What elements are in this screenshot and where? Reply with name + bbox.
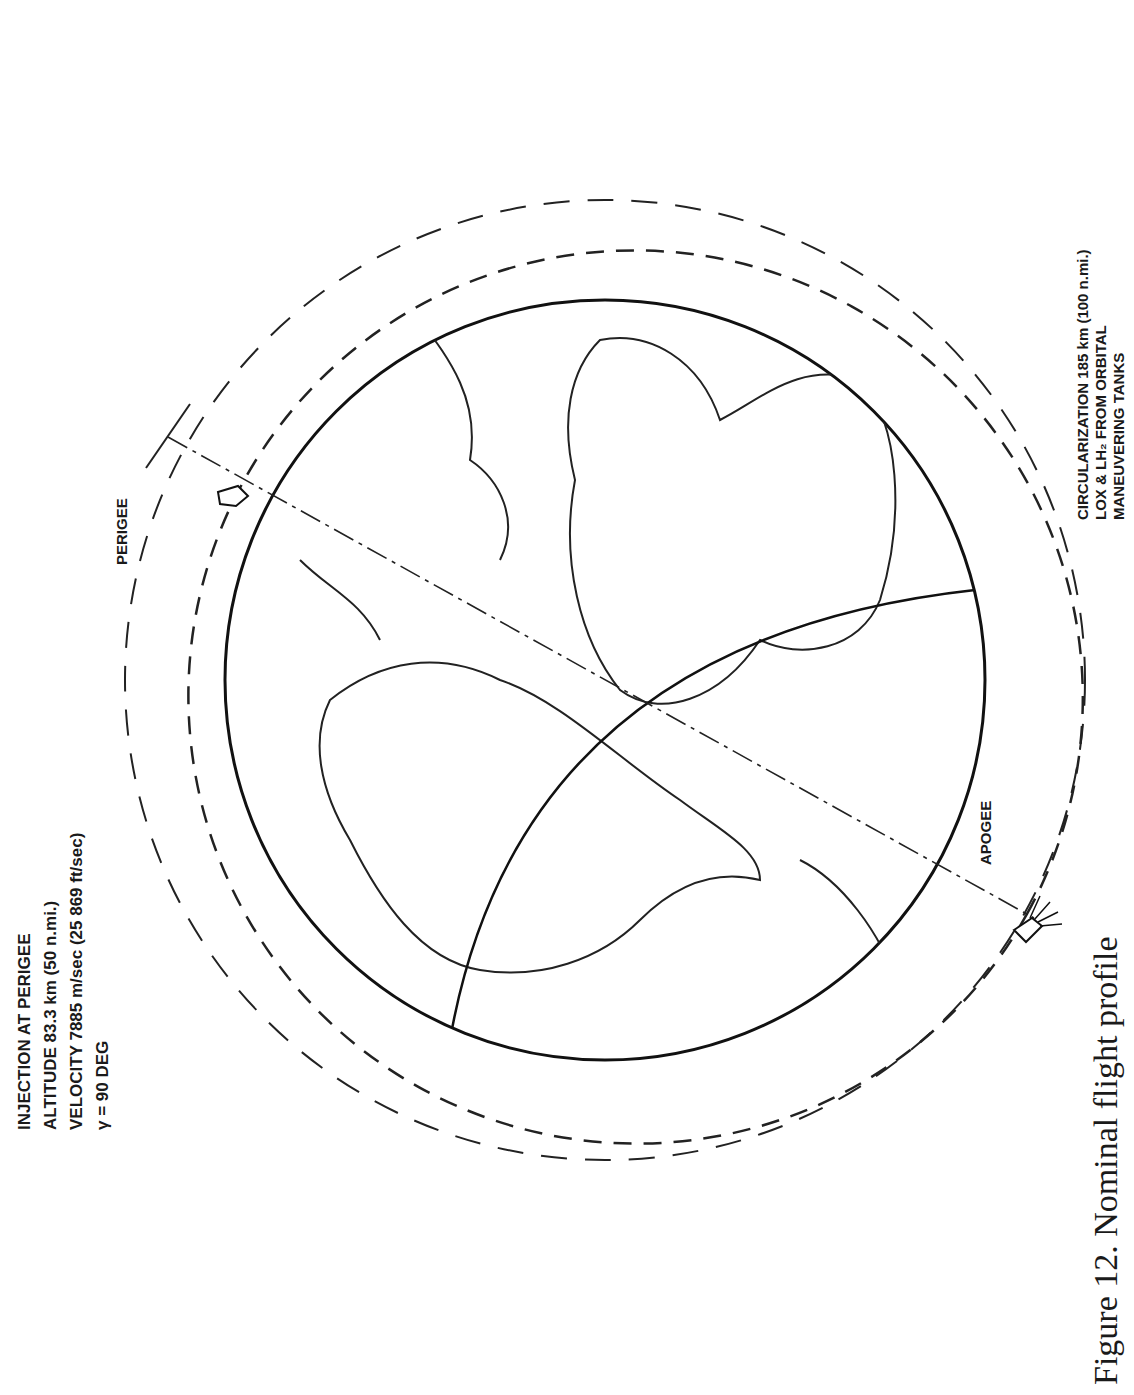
perigee-vehicle [218, 486, 248, 506]
continent-africa [568, 338, 895, 704]
circularization-note-group: CIRCULARIZATION 185 km (100 n.mi.)LOX & … [1074, 249, 1128, 520]
apsis-label-group: APOGEE [976, 801, 996, 865]
apogee-vehicle [1014, 896, 1062, 942]
continent-coast [300, 320, 900, 990]
figure-caption: Figure 12. Nominal flight profile [1086, 936, 1126, 1385]
ground-track [450, 590, 975, 1040]
injection-note: ALTITUDE 83.3 km (50 n.mi.) [38, 833, 64, 1130]
injection-note: VELOCITY 7885 m/sec (25 869 ft/sec) [64, 833, 90, 1130]
injection-note: γ = 90 DEG [90, 833, 116, 1130]
apsidal-line [168, 437, 1034, 918]
figure-caption-group: Figure 12. Nominal flight profile [1086, 936, 1126, 1385]
circularization-note: CIRCULARIZATION 185 km (100 n.mi.) [1074, 249, 1092, 520]
circular-orbit [125, 200, 1085, 1160]
circularization-note: LOX & LH₂ FROM ORBITAL [1092, 249, 1110, 520]
continent-south-america [320, 663, 760, 973]
apsis-label-group: PERIGEE [112, 498, 132, 565]
perigee-tick [146, 404, 190, 468]
transfer-orbit [28, 90, 1134, 1305]
apsis-label: APOGEE [976, 801, 996, 865]
circularization-note: MANEUVERING TANKS [1110, 249, 1128, 520]
injection-note: INJECTION AT PERIGEE [12, 833, 38, 1130]
apsis-label: PERIGEE [112, 498, 132, 565]
injection-note-group: INJECTION AT PERIGEEALTITUDE 83.3 km (50… [12, 833, 116, 1130]
